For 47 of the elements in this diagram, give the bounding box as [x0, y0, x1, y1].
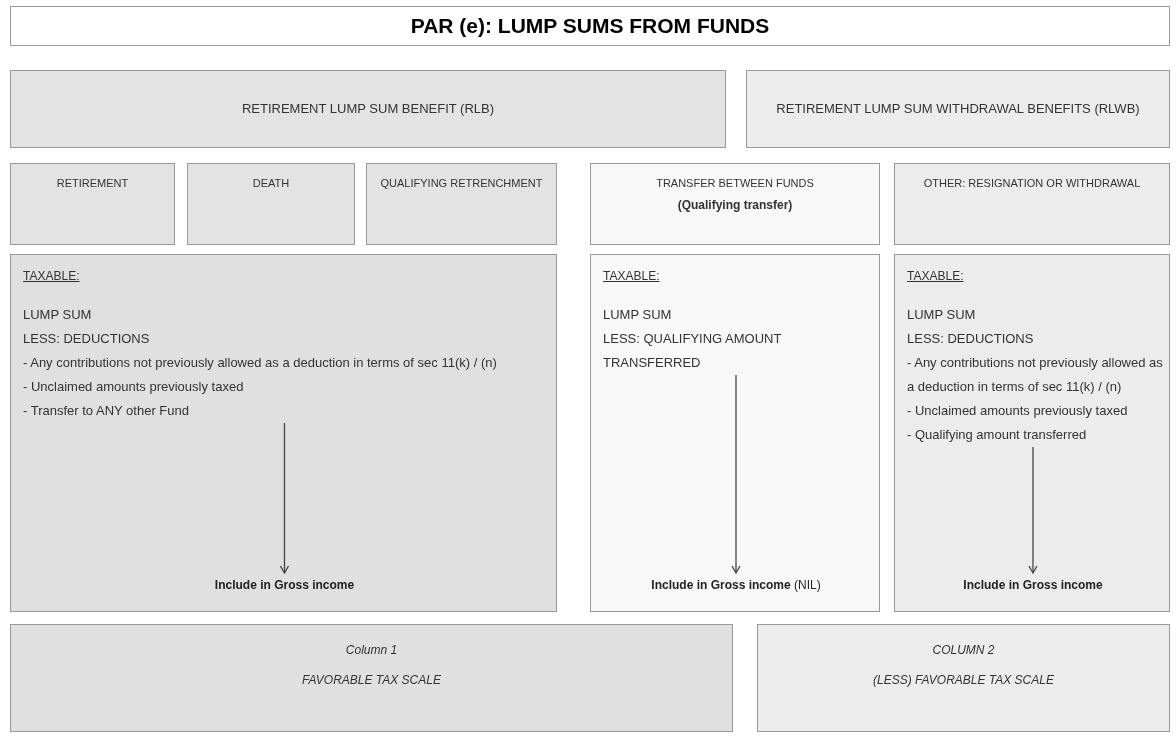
- title-box: [10, 6, 1170, 46]
- subcategory-label: RETIREMENT: [56, 176, 129, 191]
- calculation-line: LESS: DEDUCTIONS: [907, 330, 1035, 348]
- subcategory-note: (Qualifying transfer): [677, 197, 793, 214]
- subcategory-box: [10, 163, 175, 245]
- calculation-line: - Any contributions not previously allowed as a deduction in terms of sec 11(k) / (n): [907, 354, 1163, 396]
- column-box: [757, 624, 1170, 732]
- calculation-panel: [10, 254, 557, 612]
- subcategory-label: DEATH: [252, 176, 290, 191]
- subcategory-box: [187, 163, 355, 245]
- calculation-line: - Qualifying amount transferred: [907, 426, 1088, 444]
- subcategory-label: TRANSFER BETWEEN FUNDS: [656, 176, 814, 191]
- section-heading: TAXABLE:: [603, 268, 660, 285]
- calculation-panel: [894, 254, 1170, 612]
- result-text: Include in Gross income (NIL): [650, 577, 822, 594]
- tax-scale-label: FAVORABLE TAX SCALE: [302, 672, 441, 689]
- subcategory-box: [590, 163, 880, 245]
- down-arrow: [1028, 446, 1038, 574]
- tax-scale-label: (LESS) FAVORABLE TAX SCALE: [873, 672, 1054, 689]
- calculation-panel: [590, 254, 880, 612]
- subcategory-box: [894, 163, 1170, 245]
- column-heading: COLUMN 2: [932, 642, 995, 659]
- down-arrow: [731, 374, 741, 574]
- section-heading: TAXABLE:: [23, 268, 80, 285]
- calculation-line: LESS: DEDUCTIONS: [23, 330, 151, 348]
- calculation-line: - Unclaimed amounts previously taxed: [907, 402, 1129, 420]
- header-label: PAR (e): LUMP SUMS FROM FUNDS: [410, 13, 770, 40]
- calculation-line: - Transfer to ANY other Fund: [23, 402, 190, 420]
- calculation-line: LUMP SUM: [23, 306, 93, 324]
- category-heading: RETIREMENT LUMP SUM BENEFIT (RLB): [241, 100, 495, 118]
- calculation-line: - Any contributions not previously allowed as a deduction in terms of sec 11(k) / (n): [23, 354, 498, 372]
- calculation-line: - Unclaimed amounts previously taxed: [23, 378, 245, 396]
- column-box: [10, 624, 733, 732]
- column-heading: Column 1: [345, 642, 398, 659]
- category-box: [10, 70, 726, 148]
- calculation-line: LUMP SUM: [603, 306, 673, 324]
- category-heading: RETIREMENT LUMP SUM WITHDRAWAL BENEFITS (RLWB): [776, 100, 1140, 118]
- subcategory-label: QUALIFYING RETRENCHMENT: [380, 176, 543, 191]
- subcategory-label: OTHER: RESIGNATION OR WITHDRAWAL: [923, 176, 1141, 191]
- calculation-line: LUMP SUM: [907, 306, 977, 324]
- result-text: Include in Gross income: [962, 577, 1104, 594]
- category-box: [746, 70, 1170, 148]
- calculation-line: LESS: QUALIFYING AMOUNT TRANSFERRED: [603, 330, 783, 372]
- subcategory-box: [366, 163, 557, 245]
- result-text: Include in Gross income: [213, 577, 356, 594]
- down-arrow: [279, 422, 290, 574]
- section-heading: TAXABLE:: [907, 268, 964, 285]
